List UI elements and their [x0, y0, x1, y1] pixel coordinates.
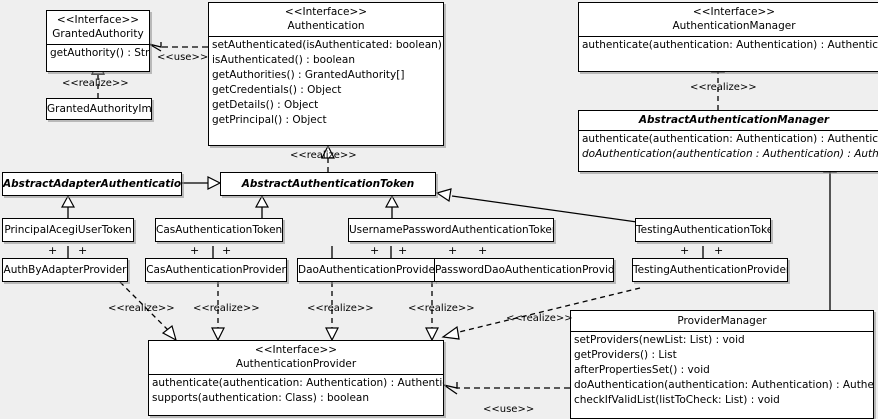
class-name: CasAuthenticationToken [156, 224, 283, 236]
class-name: GrantedAuthority [52, 28, 144, 40]
operation: getCredentials() : Object [212, 84, 342, 96]
class-username-password-authentication-token[interactable]: UsernamePasswordAuthenticationToken [348, 218, 554, 242]
class-header: <<Interface>> GrantedAuthority [47, 11, 149, 44]
class-cas-authentication-token[interactable]: CasAuthenticationToken [155, 218, 283, 242]
class-name: Authentication [287, 20, 365, 32]
class-principal-acegi-user-token[interactable]: PrincipalAcegiUserToken [2, 218, 134, 242]
class-name: CasAuthenticationProvider [146, 264, 286, 276]
operation: checkIfValidList(listToCheck: List) : vo… [574, 394, 780, 406]
class-granted-authority-impl[interactable]: GrantedAuthorityImpl [46, 98, 152, 120]
operation: supports(authentication: Class) : boolea… [152, 392, 369, 404]
operation: getAuthorities() : GrantedAuthority[] [212, 69, 405, 81]
operation: getPrincipal() : Object [212, 114, 327, 126]
operation: doAuthentication(authentication: Authent… [574, 379, 874, 391]
class-name: AuthenticationManager [672, 20, 796, 32]
class-testing-authentication-provider[interactable]: TestingAuthenticationProvider [632, 258, 788, 282]
class-header: ProviderManager [571, 311, 873, 331]
class-name: PasswordDaoAuthenticationProvider [435, 264, 614, 276]
stereotype-label: <<Interface>> [56, 14, 140, 26]
edge-label-realize-password-dao-provider: <<realize>> [408, 303, 475, 314]
stereotype-label: <<Interface>> [254, 344, 338, 356]
class-name: AbstractAuthenticationToken [241, 178, 415, 190]
edge-label-realize-granted-authority: <<realize>> [62, 78, 129, 89]
class-name: GrantedAuthorityImpl [47, 103, 152, 115]
edge-label-realize-authentication-token: <<realize>> [290, 150, 357, 161]
class-name: AuthByAdapterProvider [3, 264, 127, 276]
operation: getProviders() : List [574, 349, 677, 361]
class-abstract-authentication-manager[interactable]: AbstractAuthenticationManager authentica… [578, 110, 878, 172]
association-multiplicity: + [48, 244, 58, 257]
edge-label-realize-authentication-manager: <<realize>> [690, 82, 757, 93]
class-authentication-provider[interactable]: <<Interface>> AuthenticationProvider aut… [148, 340, 444, 416]
association-multiplicity: + [448, 244, 458, 257]
class-name: DaoAuthenticationProvider [298, 264, 435, 276]
operation: setAuthenticated(isAuthenticated: boolea… [212, 39, 443, 51]
class-granted-authority[interactable]: <<Interface>> GrantedAuthority getAuthor… [46, 10, 150, 72]
association-multiplicity: + [190, 244, 200, 257]
operations-compartment: authenticate(authentication: Authenticat… [149, 374, 443, 407]
class-cas-authentication-provider[interactable]: CasAuthenticationProvider [145, 258, 287, 282]
association-multiplicity: + [370, 244, 380, 257]
stereotype-label: <<Interface>> [284, 6, 368, 18]
edge-label-realize-testing-provider: <<realize>> [506, 313, 573, 324]
class-name: AbstractAdapterAuthenticationToken [3, 178, 182, 190]
association-multiplicity: + [78, 244, 88, 257]
class-authentication-manager[interactable]: <<Interface>> AuthenticationManager auth… [578, 2, 878, 72]
operation: isAuthenticated() : boolean [212, 54, 355, 66]
operations-compartment: setProviders(newList: List) : void getPr… [571, 331, 873, 409]
class-auth-by-adapter-provider[interactable]: AuthByAdapterProvider [2, 258, 128, 282]
class-header: <<Interface>> AuthenticationProvider [149, 341, 443, 374]
edge-label-use-provider-manager: <<use>> [483, 404, 535, 415]
operations-compartment: authenticate(authentication: Authenticat… [579, 36, 878, 54]
class-name: PrincipalAcegiUserToken [4, 224, 132, 236]
operation: doAuthentication(authentication : Authen… [582, 148, 878, 160]
class-name: AuthenticationProvider [235, 358, 357, 370]
operation: setProviders(newList: List) : void [574, 334, 745, 346]
class-authentication[interactable]: <<Interface>> Authentication setAuthenti… [208, 2, 444, 146]
class-name: AbstractAuthenticationManager [638, 114, 830, 126]
operation: authenticate(authentication: Authenticat… [582, 133, 878, 145]
association-multiplicity: + [222, 244, 232, 257]
operation: getDetails() : Object [212, 99, 319, 111]
edge-label-realize-auth-by-adapter: <<realize>> [108, 303, 175, 314]
class-testing-authentication-token[interactable]: TestingAuthenticationToken [635, 218, 771, 242]
edge-label-use-granted-authority: <<use>> [157, 52, 209, 63]
class-name: ProviderManager [677, 315, 767, 327]
class-name: TestingAuthenticationProvider [633, 264, 788, 276]
class-name: UsernamePasswordAuthenticationToken [349, 224, 554, 236]
class-dao-authentication-provider[interactable]: DaoAuthenticationProvider [297, 258, 435, 282]
operation: authenticate(authentication: Authenticat… [582, 39, 878, 51]
operation: getAuthority() : String [50, 47, 150, 59]
class-header: AbstractAuthenticationManager [579, 111, 878, 130]
class-abstract-authentication-token[interactable]: AbstractAuthenticationToken [220, 172, 436, 196]
association-multiplicity: + [478, 244, 488, 257]
edge-label-realize-dao-provider: <<realize>> [307, 303, 374, 314]
class-provider-manager[interactable]: ProviderManager setProviders(newList: Li… [570, 310, 874, 419]
operation: authenticate(authentication: Authenticat… [152, 377, 444, 389]
class-header: <<Interface>> AuthenticationManager [579, 3, 878, 36]
class-header: <<Interface>> Authentication [209, 3, 443, 36]
operations-compartment: setAuthenticated(isAuthenticated: boolea… [209, 36, 443, 129]
association-multiplicity: + [398, 244, 408, 257]
association-multiplicity: + [714, 244, 724, 257]
operation: afterPropertiesSet() : void [574, 364, 710, 376]
class-name: TestingAuthenticationToken [636, 224, 771, 236]
operations-compartment: authenticate(authentication: Authenticat… [579, 130, 878, 163]
class-password-dao-authentication-provider[interactable]: PasswordDaoAuthenticationProvider [434, 258, 614, 282]
class-abstract-adapter-authentication-token[interactable]: AbstractAdapterAuthenticationToken [2, 172, 182, 196]
edge-label-realize-cas-provider: <<realize>> [193, 303, 260, 314]
operations-compartment: getAuthority() : String [47, 44, 149, 62]
stereotype-label: <<Interface>> [692, 6, 776, 18]
association-multiplicity: + [680, 244, 690, 257]
